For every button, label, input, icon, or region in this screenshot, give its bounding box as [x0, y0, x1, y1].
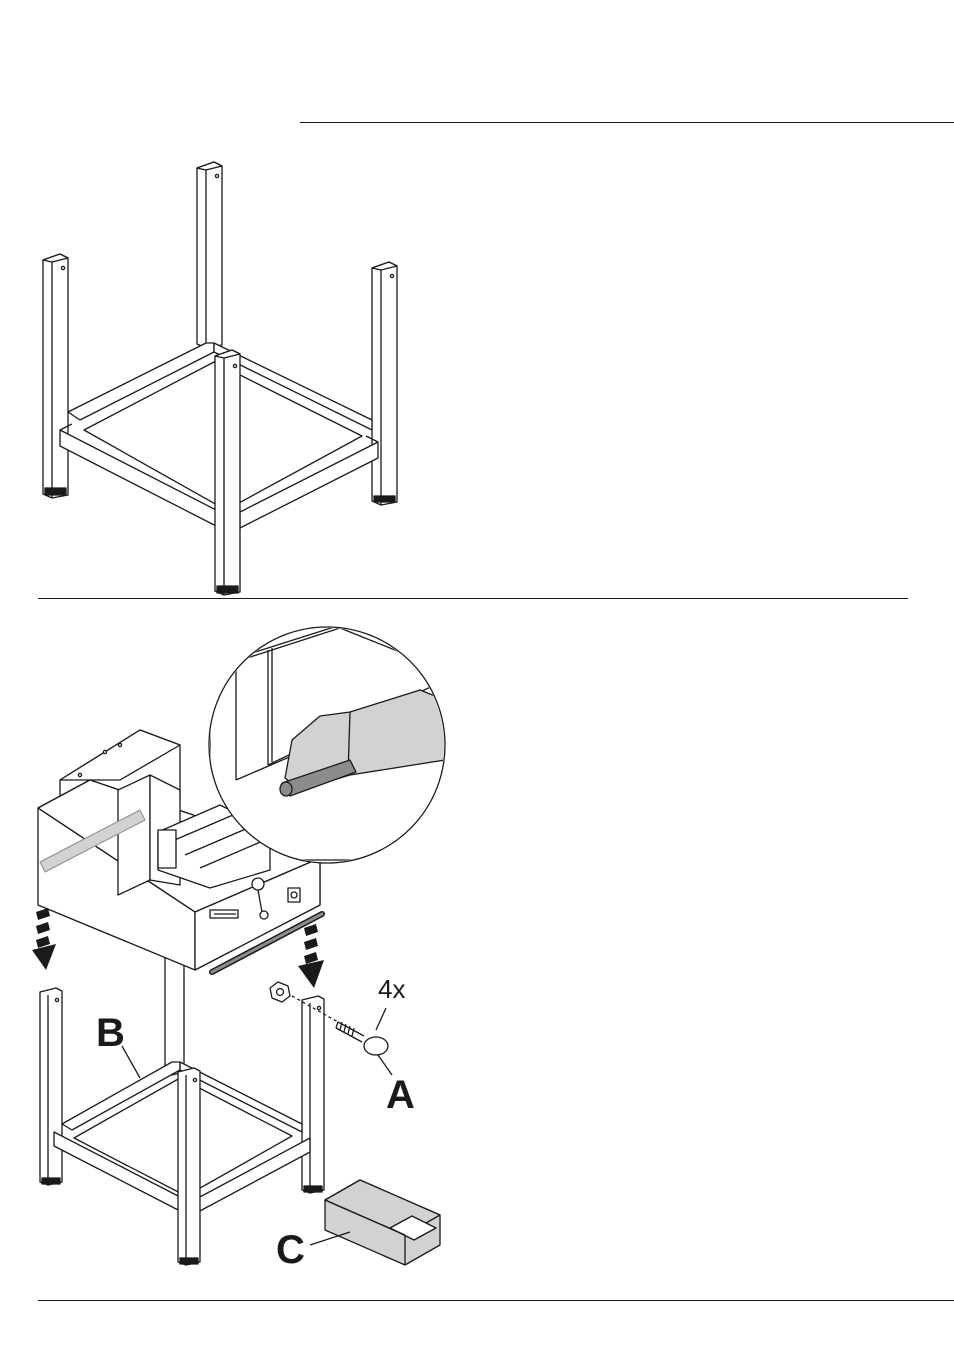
bolt-and-nut [270, 982, 392, 1075]
label-quantity: 4x [378, 974, 405, 1004]
down-arrow-right [298, 924, 324, 988]
label-b: B [96, 1011, 125, 1055]
label-c: C [276, 1228, 305, 1272]
detail-magnifier [209, 622, 445, 863]
label-a: A [386, 1073, 415, 1117]
down-arrow-left [32, 908, 56, 970]
accessory-box [310, 1180, 440, 1265]
